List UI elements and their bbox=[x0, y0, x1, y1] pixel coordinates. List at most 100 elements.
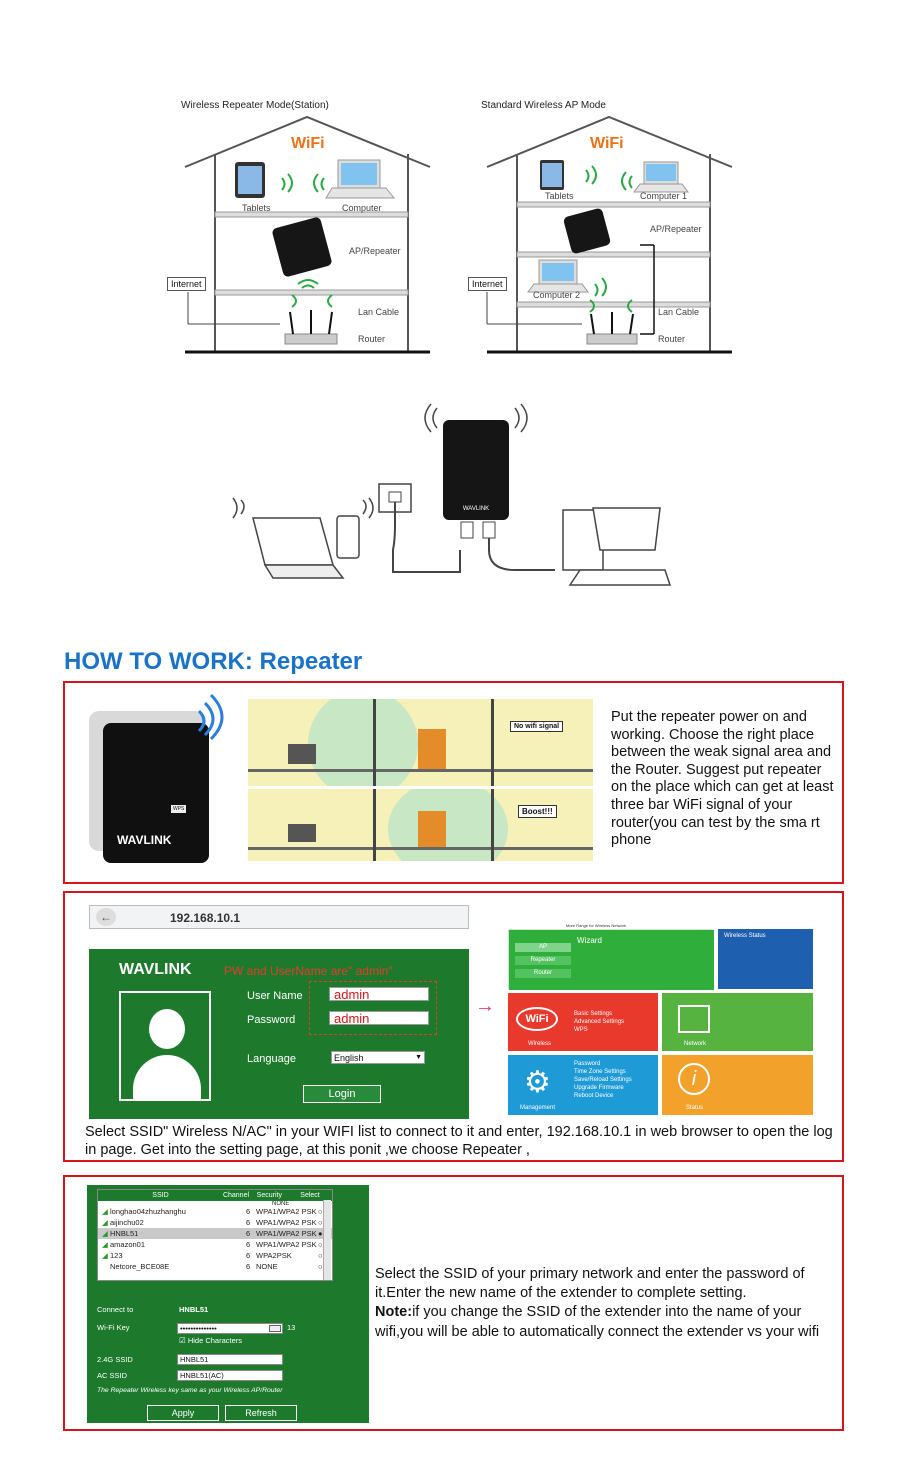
browser-url[interactable]: 192.168.10.1 bbox=[170, 911, 241, 925]
wifi-signal-icon bbox=[197, 693, 224, 741]
login-button[interactable]: Login bbox=[303, 1085, 381, 1103]
bubble-no-signal: No wifi signal bbox=[510, 721, 564, 732]
room-illustration-weak: No wifi signal bbox=[248, 699, 593, 786]
diagram1-house bbox=[184, 115, 431, 354]
diagram2-label-computer2: Computer 2 bbox=[533, 290, 581, 300]
wifi-key-input[interactable]: •••••••••••••• bbox=[177, 1323, 283, 1334]
dashboard-header: More Range for Wireless Network bbox=[566, 923, 627, 928]
connect-to-value: HNBL51 bbox=[179, 1305, 209, 1314]
management-item-upgrade[interactable]: Upgrade Firmware bbox=[574, 1085, 624, 1091]
management-item-save[interactable]: Save/Reload Settings bbox=[574, 1077, 632, 1083]
ac-ssid-input[interactable]: HNBL51(AC) bbox=[177, 1370, 283, 1381]
avatar-placeholder bbox=[119, 991, 211, 1101]
table-row-partial: NONE bbox=[272, 1201, 290, 1206]
keyboard-icon[interactable] bbox=[269, 1325, 281, 1332]
status-tile[interactable]: i Status bbox=[662, 1055, 813, 1115]
diagram2-label-router: Router bbox=[658, 334, 686, 344]
menu-item-router[interactable]: Router bbox=[515, 969, 571, 978]
signal-icon: ◢ bbox=[102, 1251, 108, 1260]
management-label: Management bbox=[520, 1105, 556, 1111]
chevron-down-icon: ▼ bbox=[415, 1054, 422, 1061]
hide-characters-checkbox[interactable]: ☑ Hide Characters bbox=[179, 1336, 242, 1345]
login-brand-logo: WAVLINK bbox=[119, 961, 192, 978]
radio-icon: ○ bbox=[318, 1251, 323, 1260]
diagram1-title: Wireless Repeater Mode(Station) bbox=[181, 100, 329, 111]
ssid-24-input[interactable]: HNBL51 bbox=[177, 1354, 283, 1365]
device-brand-label: WAVLINK bbox=[117, 833, 172, 847]
ssid-table: SSID Channel Security Select NONE ◢longh… bbox=[97, 1189, 333, 1281]
repeater-settings-panel: SSID Channel Security Select NONE ◢longh… bbox=[87, 1185, 369, 1423]
network-icon bbox=[678, 1005, 710, 1033]
wifi-key-label: Wi-Fi Key bbox=[97, 1323, 130, 1332]
management-item-timezone[interactable]: Time Zone Settings bbox=[574, 1069, 626, 1075]
header-channel: Channel bbox=[222, 1192, 250, 1199]
wireless-item-advanced[interactable]: Advanced Settings bbox=[574, 1019, 625, 1025]
credential-highlight bbox=[309, 981, 437, 1035]
diagram2-label-computer1: Computer 1 bbox=[640, 191, 688, 201]
step2-panel: ← 192.168.10.1 WAVLINK PW and UserName a… bbox=[63, 891, 844, 1162]
signal-icon: ◢ bbox=[102, 1240, 108, 1249]
menu-item-ap[interactable]: AP bbox=[515, 943, 571, 952]
laptop-illustration bbox=[252, 517, 345, 579]
header-select: Select bbox=[300, 1192, 320, 1199]
hide-characters-label: Hide Characters bbox=[187, 1336, 243, 1345]
wireless-tile[interactable]: WiFi Wireless Basic Settings Advanced Se… bbox=[508, 993, 658, 1051]
management-item-password[interactable]: Password bbox=[574, 1061, 601, 1067]
login-hint: PW and UserName are" admin" bbox=[224, 964, 393, 978]
diagram1-label-tablets: Tablets bbox=[242, 203, 271, 213]
diagram2-label-tablets: Tablets bbox=[545, 191, 574, 201]
diagram2-house bbox=[486, 115, 733, 354]
diagram1-label-computer: Computer bbox=[342, 203, 382, 213]
login-panel: WAVLINK PW and UserName are" admin" User… bbox=[89, 949, 469, 1119]
language-label: Language bbox=[247, 1053, 296, 1065]
diagram1-label-internet: Internet bbox=[167, 277, 206, 291]
management-item-reboot[interactable]: Reboot Device bbox=[574, 1093, 614, 1099]
password-label: Password bbox=[247, 1014, 296, 1026]
table-scrollbar[interactable] bbox=[323, 1200, 331, 1280]
diagram2-label-ap: AP/Repeater bbox=[650, 224, 702, 234]
wireless-item-wps[interactable]: WPS bbox=[574, 1027, 588, 1033]
menu-item-repeater[interactable]: Repeater bbox=[515, 956, 571, 965]
language-select[interactable]: English ▼ bbox=[331, 1051, 425, 1064]
browser-address-bar: ← 192.168.10.1 bbox=[89, 905, 469, 929]
header-security: Security bbox=[256, 1192, 282, 1199]
username-input[interactable]: admin bbox=[329, 987, 429, 1001]
wizard-label: Wizard bbox=[577, 936, 602, 945]
step3-panel: SSID Channel Security Select NONE ◢longh… bbox=[63, 1175, 844, 1431]
refresh-button[interactable]: Refresh bbox=[225, 1405, 297, 1421]
arrow-right-icon: → bbox=[475, 995, 495, 1017]
wifi-key-length: 13 bbox=[287, 1323, 296, 1332]
dashboard-screenshot: More Range for Wireless Network Wizard A… bbox=[508, 921, 813, 1117]
radio-icon: ○ bbox=[318, 1240, 323, 1249]
top-diagrams: Wireless Repeater Mode(Station) WiFi Tab… bbox=[0, 0, 900, 380]
header-ssid: SSID bbox=[152, 1192, 169, 1199]
step3-text: Select the SSID of your primary network … bbox=[375, 1265, 840, 1342]
section-title: HOW TO WORK: Repeater bbox=[64, 648, 363, 675]
apply-button[interactable]: Apply bbox=[147, 1405, 219, 1421]
back-icon: ← bbox=[96, 908, 116, 926]
signal-icon: ◢ bbox=[102, 1218, 108, 1227]
signal-icon: ◢ bbox=[102, 1229, 108, 1238]
radio-icon: ○ bbox=[318, 1262, 323, 1271]
step3-note-text: if you change the SSID of the extender i… bbox=[375, 1304, 820, 1340]
wifi-icon: WiFi bbox=[516, 1007, 558, 1031]
status-label: Status bbox=[686, 1105, 704, 1111]
diagram1-label-router: Router bbox=[358, 334, 386, 344]
password-input[interactable]: admin bbox=[329, 1011, 429, 1025]
network-tile[interactable]: Network bbox=[662, 993, 813, 1051]
repeater-device-body: WAVLINK WPS bbox=[103, 723, 209, 863]
svg-text:WAVLINK: WAVLINK bbox=[463, 506, 489, 512]
username-label: User Name bbox=[247, 990, 303, 1002]
wizard-tile[interactable]: Wizard AP Repeater Router bbox=[508, 929, 714, 990]
step3-text-main: Select the SSID of your primary network … bbox=[375, 1266, 805, 1302]
signal-icon: ◢ bbox=[102, 1207, 108, 1216]
wireless-item-basic[interactable]: Basic Settings bbox=[574, 1011, 613, 1017]
gear-icon: ⚙ bbox=[524, 1066, 551, 1099]
management-tile[interactable]: ⚙ Management Password Time Zone Settings… bbox=[508, 1055, 658, 1115]
